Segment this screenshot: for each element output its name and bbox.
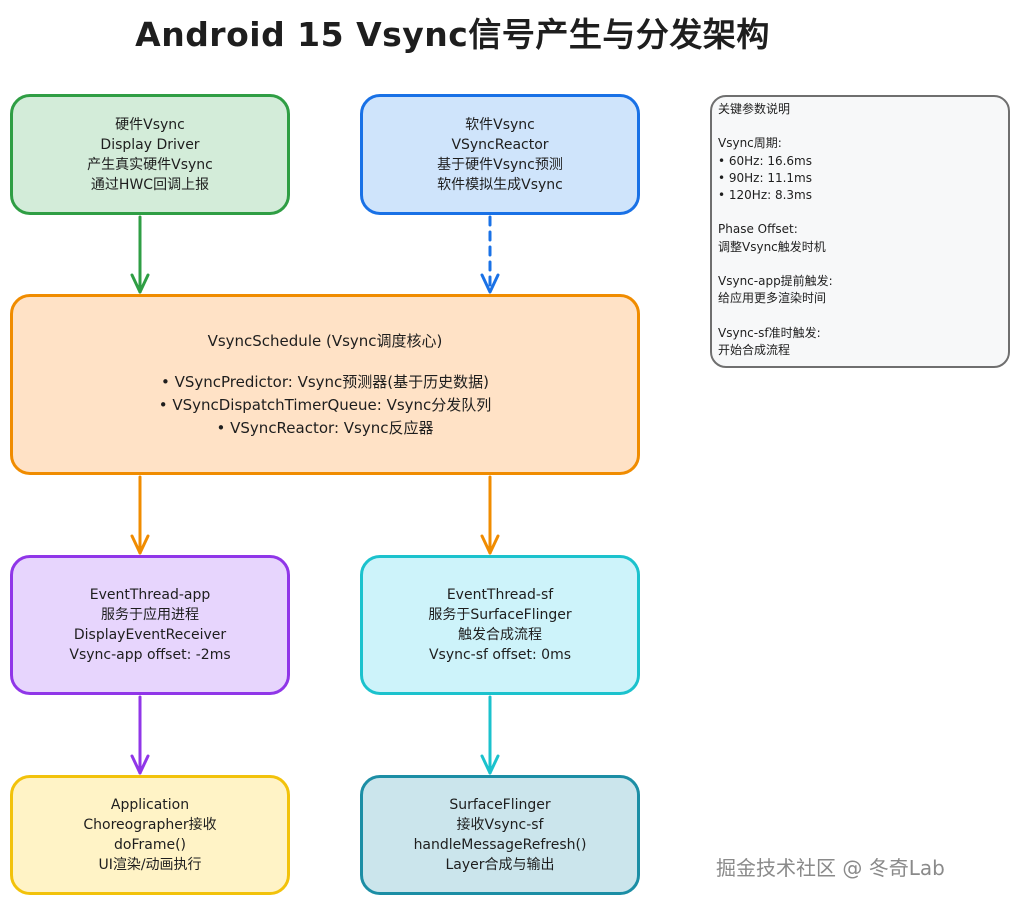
software-to-schedule-arrow xyxy=(480,215,500,294)
node-line: Display Driver xyxy=(100,136,200,153)
vsync-schedule-node: VsyncSchedule (Vsync调度核心) • VSyncPredict… xyxy=(10,294,640,475)
notes-phase-label: Phase Offset: xyxy=(718,222,798,237)
key-parameters-note: 关键参数说明 Vsync周期: • 60Hz: 16.6ms • 90Hz: 1… xyxy=(710,95,1010,368)
notes-app-desc: 给应用更多渲染时间 xyxy=(718,291,827,306)
notes-period-item: • 90Hz: 11.1ms xyxy=(718,170,813,185)
node-line: Vsync-sf offset: 0ms xyxy=(428,647,572,663)
node-line: DisplayEventReceiver xyxy=(73,627,227,643)
node-line: 硬件Vsync xyxy=(115,116,185,133)
notes-period-label: Vsync周期: xyxy=(718,136,782,151)
node-line: 触发合成流程 xyxy=(458,627,542,643)
application-node: Application Choreographer接收 doFrame() UI… xyxy=(10,775,290,895)
node-line: Vsync-app offset: -2ms xyxy=(69,647,231,663)
notes-period-item: • 60Hz: 16.6ms xyxy=(718,153,813,168)
node-line: 产生真实硬件Vsync xyxy=(87,156,213,173)
node-line: 通过HWC回调上报 xyxy=(90,176,210,193)
node-line: VSyncReactor xyxy=(451,136,549,153)
node-line: 服务于应用进程 xyxy=(101,607,199,623)
event_app-to-application-arrow xyxy=(130,695,150,775)
schedule-bullet: • VSyncReactor: Vsync反应器 xyxy=(216,418,434,437)
notes-heading: 关键参数说明 xyxy=(718,102,791,116)
node-line: Application xyxy=(110,797,190,813)
notes-sf-label: Vsync-sf准时触发: xyxy=(718,325,821,340)
node-line: Choreographer接收 xyxy=(83,817,217,833)
node-line: 接收Vsync-sf xyxy=(456,817,544,833)
software-vsync-node: 软件Vsync VSyncReactor 基于硬件Vsync预测 软件模拟生成V… xyxy=(360,94,640,215)
node-line: EventThread-app xyxy=(89,587,211,603)
node-line: UI渲染/动画执行 xyxy=(98,857,202,873)
surfaceflinger-node: SurfaceFlinger 接收Vsync-sf handleMessageR… xyxy=(360,775,640,895)
schedule-bullet: • VSyncDispatchTimerQueue: Vsync分发队列 xyxy=(158,395,492,414)
schedule-heading: VsyncSchedule (Vsync调度核心) xyxy=(207,331,443,350)
hardware-to-schedule-arrow xyxy=(130,215,150,294)
node-line: Layer合成与输出 xyxy=(445,857,555,873)
schedule-to-event_sf-arrow xyxy=(480,475,500,555)
notes-phase-desc: 调整Vsync触发时机 xyxy=(718,239,826,254)
schedule-bullet: • VSyncPredictor: Vsync预测器(基于历史数据) xyxy=(160,372,489,391)
watermark: 掘金技术社区 @ 冬奇Lab xyxy=(716,856,945,880)
notes-app-label: Vsync-app提前触发: xyxy=(718,273,833,288)
schedule-to-event_app-arrow xyxy=(130,475,150,555)
node-line: SurfaceFlinger xyxy=(449,797,551,813)
node-line: 服务于SurfaceFlinger xyxy=(428,607,572,623)
node-line: EventThread-sf xyxy=(446,587,554,603)
node-line: handleMessageRefresh() xyxy=(413,837,587,853)
node-line: 软件模拟生成Vsync xyxy=(437,176,563,193)
node-line: doFrame() xyxy=(114,837,186,853)
notes-period-item: • 120Hz: 8.3ms xyxy=(718,188,813,202)
notes-sf-desc: 开始合成流程 xyxy=(718,342,791,357)
diagram-title: Android 15 Vsync信号产生与分发架构 xyxy=(135,15,770,54)
event_sf-to-surfaceflinger-arrow xyxy=(480,695,500,775)
eventthread-app-node: EventThread-app 服务于应用进程 DisplayEventRece… xyxy=(10,555,290,695)
eventthread-sf-node: EventThread-sf 服务于SurfaceFlinger 触发合成流程 … xyxy=(360,555,640,695)
node-line: 软件Vsync xyxy=(465,116,535,133)
node-line: 基于硬件Vsync预测 xyxy=(437,156,563,173)
hardware-vsync-node: 硬件Vsync Display Driver 产生真实硬件Vsync 通过HWC… xyxy=(10,94,290,215)
